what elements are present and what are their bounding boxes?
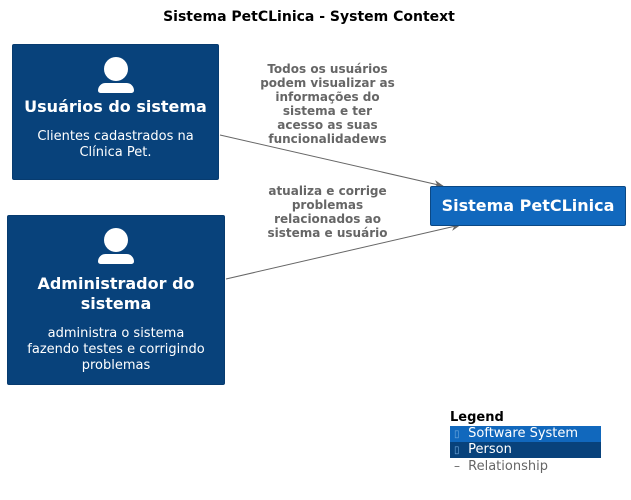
person-icon [96,228,136,264]
legend-swatch-icon: ▯ [454,429,460,440]
diagram-title: Sistema PetCLinica - System Context [163,9,455,25]
legend-swatch-icon: ▯ [454,445,460,456]
legend-item-person: ▯ Person [450,442,601,458]
person-administrador-do-sistema[interactable]: Administrador do sistema administra o si… [7,215,225,385]
person-description-line: Clientes cadastrados na [37,129,194,144]
person-description-line: Clínica Pet. [79,145,152,160]
relationship-label-line: Todos os usuários [267,62,388,76]
person-description-line: fazendo testes e corrigindo [27,342,205,357]
legend-item-label: Person [468,442,512,457]
person-name: Usuários do sistema [24,97,207,116]
relationship-label-line: acesso as suas [277,118,378,132]
person-name-line: Administrador do [37,274,195,293]
relationship-label-line: funcionalidadews [268,132,387,146]
person-icon [96,57,136,93]
relationship-usuarios-petclinica-line[interactable] [219,134,444,188]
legend-item-software-system: ▯ Software System [450,426,601,442]
person-description-line: administra o sistema [47,326,185,341]
relationship-label-line: sistema e usuário [267,226,388,240]
relationship-label-admin: atualiza e corrige problemas relacionado… [245,184,410,240]
legend-item-relationship: – Relationship [450,458,601,474]
person-name-line: sistema [80,294,152,313]
relationship-label-line: podem visualizar as [260,76,395,90]
system-name: Sistema PetCLinica [441,196,615,215]
person-usuarios-do-sistema[interactable]: Usuários do sistema Clientes cadastrados… [12,44,219,180]
relationship-label-line: relacionados ao [274,212,381,226]
legend-item-label: Relationship [468,459,548,474]
relationship-label-line: problemas [291,198,364,212]
relationship-label-line: sistema e ter [282,104,373,118]
legend-line-icon: – [454,459,460,473]
person-description-line: problemas [81,358,151,373]
legend-item-label: Software System [468,426,579,441]
legend: Legend ▯ Software System ▯ Person – Rela… [450,410,601,474]
relationship-admin-petclinica-line[interactable] [225,223,461,280]
relationship-label-usuarios: Todos os usuários podem visualizar as in… [240,62,415,146]
legend-title: Legend [450,410,504,425]
software-system-petclinica[interactable]: Sistema PetCLinica [430,186,626,226]
relationship-label-line: informações do [275,90,380,104]
relationship-label-line: atualiza e corrige [268,184,387,198]
